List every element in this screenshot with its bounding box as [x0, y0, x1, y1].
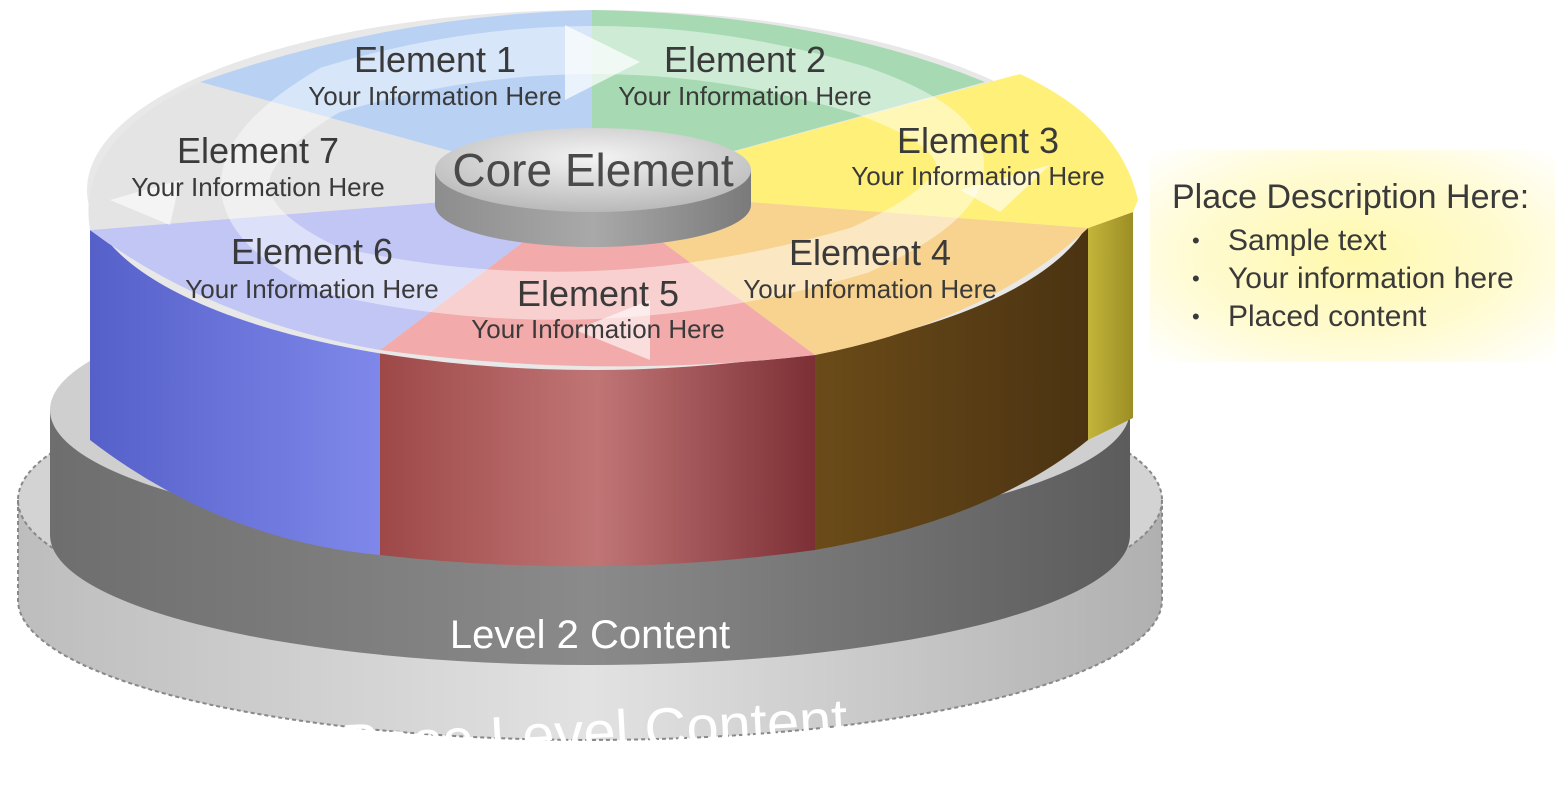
side-element-3 [1088, 212, 1133, 440]
element-labels: Element 1 Your Information Here Element … [131, 39, 1104, 344]
core-label: Core Element [452, 144, 733, 196]
side-element-6 [90, 230, 380, 555]
element-4-info: Your Information Here [743, 274, 996, 304]
level2-label: Level 2 Content [450, 613, 730, 657]
element-5-info: Your Information Here [471, 314, 724, 344]
description-item: Sample text [1172, 222, 1514, 260]
element-1-title: Element 1 [354, 39, 516, 80]
element-2-info: Your Information Here [618, 81, 871, 111]
element-3-title: Element 3 [897, 120, 1059, 161]
side-element-4 [815, 228, 1088, 550]
arrow-head-bottom [575, 300, 650, 360]
description-title: Place Description Here: [1172, 178, 1530, 216]
side-element-5 [380, 350, 815, 567]
arrow-head-right [960, 165, 1050, 212]
description-panel: Place Description Here: Sample text Your… [1150, 150, 1555, 362]
arrow-head-top [565, 25, 640, 100]
description-list: Sample text Your information here Placed… [1172, 222, 1514, 336]
circular-arrow-band [221, 26, 984, 320]
core-top [435, 128, 751, 212]
slice-element-5 [380, 190, 815, 367]
pie-sides [90, 212, 1133, 567]
description-item: Your information here [1172, 260, 1514, 298]
element-5-title: Element 5 [517, 273, 679, 314]
element-6-info: Your Information Here [185, 274, 438, 304]
core-element: Core Element [435, 128, 751, 247]
element-6-title: Element 6 [231, 231, 393, 272]
base-side-outline [17, 500, 1163, 741]
element-7-info: Your Information Here [131, 172, 384, 202]
element-3-info: Your Information Here [851, 161, 1104, 191]
element-4-title: Element 4 [789, 232, 951, 273]
element-2-title: Element 2 [664, 39, 826, 80]
description-item: Placed content [1172, 298, 1514, 336]
element-1-info: Your Information Here [308, 81, 561, 111]
arrow-head-left [110, 180, 180, 225]
element-7-title: Element 7 [177, 130, 339, 171]
